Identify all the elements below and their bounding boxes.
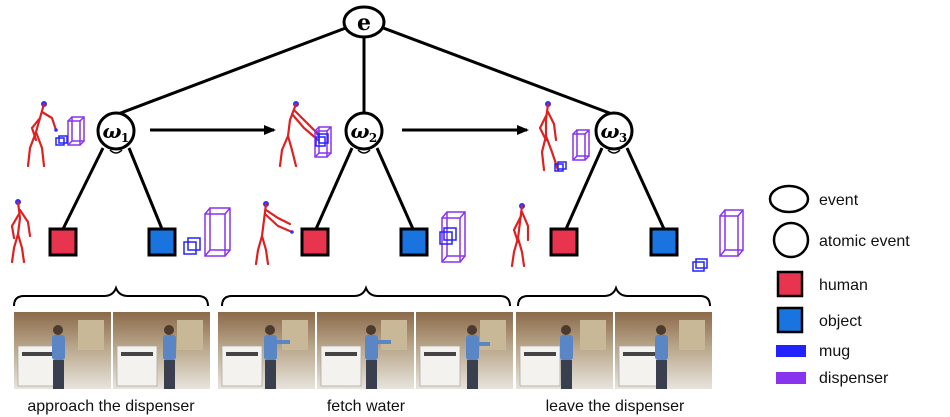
legend-label-human: human — [819, 277, 868, 294]
object-node-3 — [649, 227, 679, 257]
caption-fetch: fetch water — [327, 398, 406, 415]
legend-item-mug: mug — [776, 343, 850, 360]
video-frame — [416, 312, 513, 389]
legend: event atomic event human object mug disp… — [768, 184, 910, 387]
mug-icon-object-3 — [692, 258, 708, 272]
atomic-event-node-1: ω 1 — [96, 111, 136, 154]
human-node-3 — [549, 227, 579, 257]
dispenser-icon-object-3 — [719, 209, 744, 257]
atomic-event-3-symbol: ω — [600, 119, 619, 143]
human-node-1 — [48, 227, 78, 257]
video-frame — [516, 312, 613, 389]
atomic-event-2-subscript: 2 — [369, 131, 377, 145]
video-frame — [615, 312, 712, 389]
skeleton-icon-omega3 — [538, 101, 560, 172]
root-event-node: e — [342, 5, 386, 39]
mug-icon-object-2 — [439, 227, 457, 245]
legend-item-human: human — [776, 270, 868, 298]
mug-icon-omega2 — [315, 133, 329, 147]
captions: approach the dispenser fetch water leave… — [27, 398, 685, 415]
video-frame — [113, 312, 210, 389]
skeleton-icon-human-1 — [10, 199, 32, 264]
object-node-1 — [147, 227, 177, 257]
skeleton-icon-human-2 — [254, 201, 294, 266]
caption-approach: approach the dispenser — [27, 398, 195, 415]
braces — [13, 285, 711, 307]
legend-item-dispenser: dispenser — [776, 370, 889, 387]
legend-item-object: object — [776, 306, 862, 334]
skeleton-icon-human-3 — [510, 203, 530, 268]
human-node-2 — [300, 227, 330, 257]
legend-item-event: event — [768, 184, 859, 214]
terminal-nodes — [48, 227, 679, 257]
legend-label-dispenser: dispenser — [819, 370, 889, 387]
atomic-event-node-3: ω 3 — [594, 111, 634, 154]
tree-edges — [61, 24, 666, 230]
caption-leave: leave the dispenser — [546, 398, 685, 415]
mug-icon-object-1 — [183, 237, 201, 255]
object-node-2 — [399, 227, 429, 257]
brace-3 — [517, 285, 711, 307]
legend-label-atomic-event: atomic event — [819, 233, 910, 250]
atomic-event-1-symbol: ω — [102, 119, 121, 143]
brace-1 — [13, 285, 209, 307]
mug-icon-omega3 — [554, 161, 567, 172]
dispenser-icon-object-2 — [441, 211, 466, 263]
dispenser-icon-omega1 — [67, 116, 85, 146]
video-frames — [14, 312, 712, 389]
legend-item-atomic-event: atomic event — [772, 221, 910, 259]
atomic-event-1-subscript: 1 — [121, 131, 129, 145]
legend-label-event: event — [819, 192, 859, 209]
root-event-label: e — [357, 10, 371, 36]
brace-2 — [221, 285, 511, 307]
atomic-event-3-subscript: 3 — [619, 131, 627, 145]
mug-icon-omega1 — [55, 135, 68, 146]
video-frame — [14, 312, 111, 389]
atomic-event-node-2: ω 2 — [344, 111, 384, 154]
dispenser-icon-omega3 — [572, 129, 590, 161]
legend-label-object: object — [819, 313, 862, 330]
video-frame — [218, 312, 315, 389]
legend-label-mug: mug — [819, 343, 850, 360]
skeleton-icon-omega2 — [278, 101, 320, 168]
dispenser-icon-object-1 — [204, 207, 231, 257]
atomic-event-2-symbol: ω — [350, 119, 369, 143]
skeleton-icon-omega1 — [26, 101, 58, 168]
video-frame — [317, 312, 414, 389]
